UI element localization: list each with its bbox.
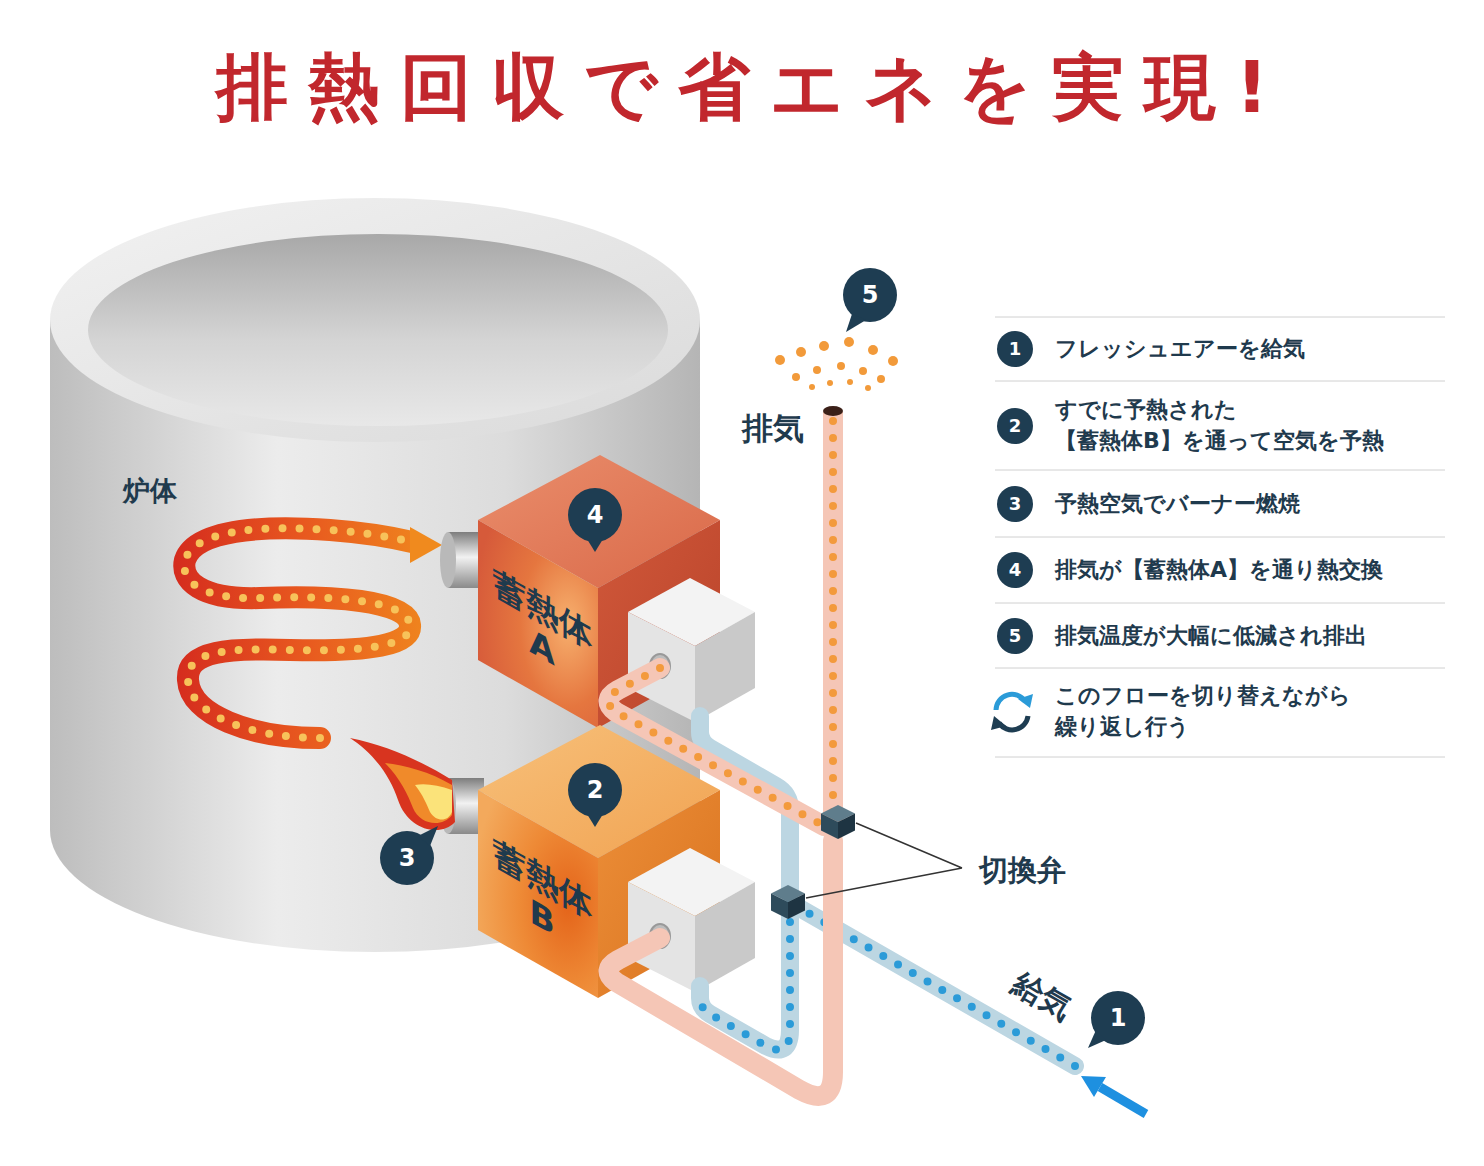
- callout-tail: [846, 314, 866, 332]
- legend-markers: [997, 331, 1033, 654]
- callout-circle: [1091, 991, 1145, 1045]
- legend-number-circle: [997, 408, 1033, 444]
- cycle-icon-arc: [996, 694, 1025, 710]
- exhaust-flow-dots: [829, 420, 837, 812]
- legend-rule: [995, 317, 1445, 318]
- regenerator-box: 蓄熱体 A: [478, 455, 758, 740]
- header-box-side: [695, 612, 755, 722]
- supply-arrowhead: [1081, 1076, 1106, 1097]
- pipe-port: [650, 654, 670, 678]
- exhaust-particle: [865, 385, 871, 391]
- switch-valve: [821, 805, 855, 822]
- pipe-port: [650, 924, 670, 948]
- exhaust-label: 排気: [742, 413, 804, 444]
- exhaust-particle: [827, 380, 833, 386]
- furnace-opening: [88, 234, 668, 426]
- cycle-icon-head: [991, 716, 1006, 730]
- exhaust-particle: [809, 384, 815, 390]
- legend-number-circle: [997, 486, 1033, 522]
- exhaust-particle: [819, 341, 829, 351]
- legend-number: 1: [1009, 340, 1022, 358]
- legend-text: このフローを切り替えながら 繰り返し行う: [1055, 681, 1445, 743]
- regenerator-face: [478, 790, 598, 998]
- exhaust-particle: [813, 366, 821, 374]
- regenerator-box: 蓄熱体 B: [478, 725, 758, 1010]
- exhaust-particle: [847, 379, 853, 385]
- header-box-face: [628, 612, 695, 722]
- leader-line: [806, 823, 962, 898]
- supply-arrow: [1100, 1087, 1146, 1114]
- cycle-icon-head: [1018, 694, 1033, 708]
- page-title: 排熱回収で省エネを実現!: [0, 48, 1484, 127]
- stack-opening: [823, 406, 843, 416]
- switch-valve: [771, 894, 788, 920]
- regenerator-face: [478, 520, 598, 728]
- exhaust-particle: [844, 337, 854, 347]
- exhaust-particle: [837, 362, 845, 370]
- legend-rule: [995, 381, 1445, 382]
- callout-number: 4: [587, 503, 604, 527]
- legend-rule: [995, 603, 1445, 604]
- legend-number-circle: [997, 331, 1033, 367]
- exhaust-particle: [877, 375, 885, 383]
- switch-valve: [788, 894, 805, 920]
- header-box-side: [695, 882, 755, 992]
- furnace-label: 炉体: [105, 475, 195, 506]
- exhaust-particle: [859, 367, 867, 375]
- exhaust-particle: [775, 355, 785, 365]
- exhaust-particle: [888, 356, 898, 366]
- legend-number: 4: [1009, 561, 1022, 579]
- valve-label: 切換弁: [979, 856, 1066, 885]
- legend-rule: [995, 537, 1445, 538]
- exhaust-particle: [792, 373, 800, 381]
- exhaust-particles: [775, 337, 898, 391]
- legend-text: 排気が【蓄熱体A】を通り熱交換: [1055, 555, 1445, 586]
- exhaust-stack: [823, 412, 843, 822]
- legend-text: すでに予熱された 【蓄熱体B】を通って空気を予熱: [1055, 395, 1445, 457]
- callout-number: 2: [587, 778, 604, 802]
- legend-rule: [995, 470, 1445, 471]
- exhaust-particle: [796, 347, 806, 357]
- cycle-icon-arc: [999, 716, 1028, 730]
- furnace-rim: [50, 198, 700, 442]
- switch-valve: [771, 885, 805, 902]
- legend-text: 予熱空気でバーナー燃焼: [1055, 489, 1445, 520]
- callout-number: 5: [862, 283, 879, 307]
- legend-rule: [995, 757, 1445, 758]
- header-box-face: [628, 882, 695, 992]
- exhaust-particle: [868, 345, 878, 355]
- callout-number: 1: [1110, 1006, 1127, 1030]
- legend-rule: [995, 668, 1445, 669]
- legend-text: 排気温度が大幅に低減され排出: [1055, 621, 1445, 652]
- legend-number-circle: [997, 552, 1033, 588]
- callout-circle: [843, 268, 897, 322]
- supply-label: 給気: [1007, 967, 1076, 1025]
- callout-number: 3: [399, 846, 416, 870]
- switch-valve: [821, 814, 838, 840]
- switch-valve: [838, 814, 855, 840]
- legend-number: 5: [1009, 627, 1022, 645]
- legend-number: 2: [1009, 417, 1022, 435]
- legend-number-circle: [997, 618, 1033, 654]
- callout-tail: [1088, 1030, 1106, 1048]
- legend-rules: [995, 317, 1445, 757]
- legend-number: 3: [1009, 495, 1022, 513]
- legend-text: フレッシュエアーを給気: [1055, 334, 1445, 365]
